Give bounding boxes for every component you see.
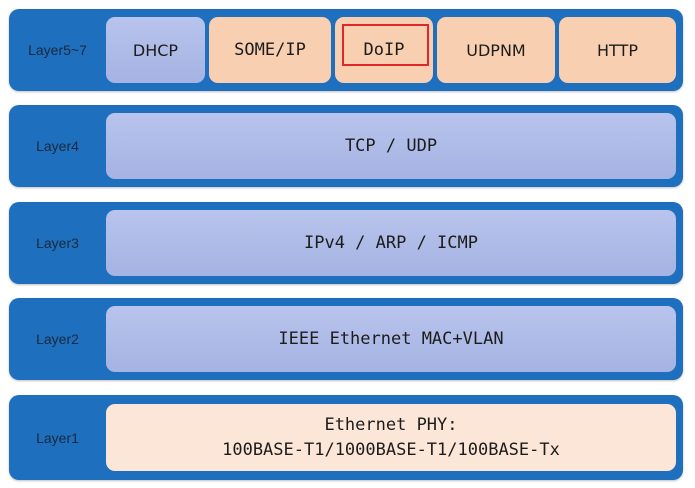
layer-band-3: Layer3 IPv4 / ARP / ICMP	[9, 202, 683, 284]
protocol-ethernet-phy: Ethernet PHY: 100BASE-T1/1000BASE-T1/100…	[106, 404, 676, 471]
layer-label: Layer2	[36, 331, 79, 347]
layer-label: Layer4	[36, 138, 79, 154]
layer-label: Layer5~7	[28, 42, 87, 58]
protocol-doip: DoIP	[335, 17, 433, 83]
protocol-some-ip: SOME/IP	[209, 17, 331, 83]
doip-highlight-box	[342, 24, 429, 66]
protocol-udpnm: UDPNM	[437, 17, 555, 83]
layer-band-2: Layer2 IEEE Ethernet MAC+VLAN	[9, 298, 683, 380]
protocol-http: HTTP	[559, 17, 676, 83]
layer-label: Layer3	[36, 235, 79, 251]
layer-band-4: Layer4 TCP / UDP	[9, 105, 683, 187]
layer-band-1: Layer1 Ethernet PHY: 100BASE-T1/1000BASE…	[9, 395, 683, 480]
protocol-dhcp: DHCP	[106, 17, 205, 83]
layer-label: Layer1	[36, 429, 79, 446]
protocol-ipv4-arp-icmp: IPv4 / ARP / ICMP	[106, 210, 676, 276]
layer-band-5-7: Layer5~7 DHCP SOME/IP DoIP UDPNM HTTP	[9, 9, 683, 91]
protocol-ethernet-mac-vlan: IEEE Ethernet MAC+VLAN	[106, 306, 676, 372]
protocol-tcp-udp: TCP / UDP	[106, 113, 676, 179]
